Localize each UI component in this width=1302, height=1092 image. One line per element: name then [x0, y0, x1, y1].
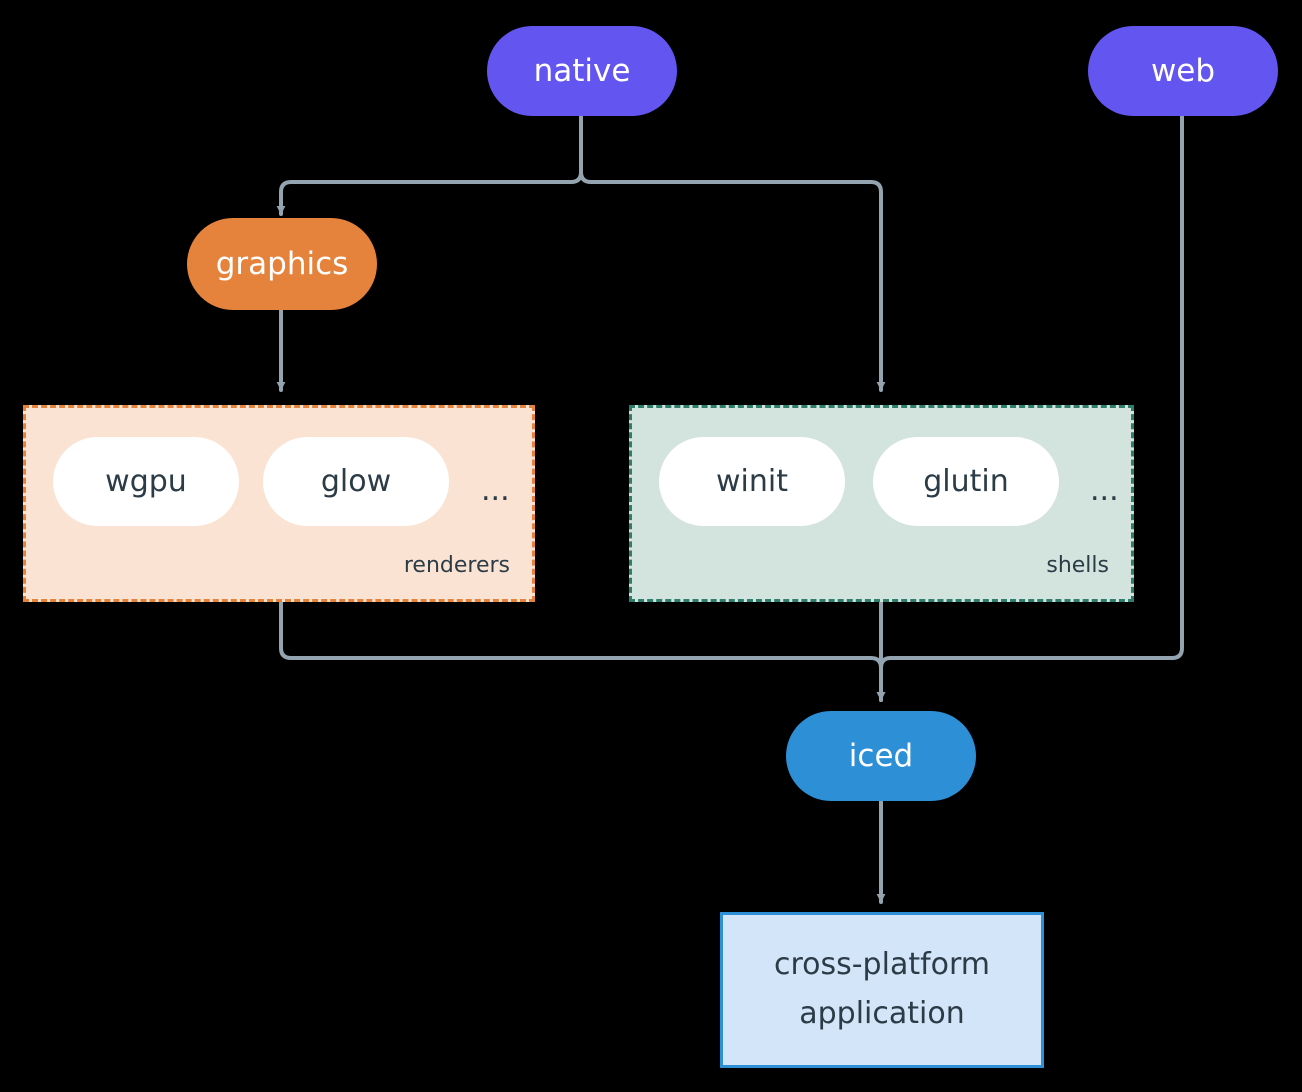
group-item-winit-label: winit — [716, 464, 788, 499]
group-item-glow-label: glow — [320, 464, 392, 499]
node-application-text: cross-platform application — [774, 941, 990, 1038]
group-renderers-overflow: ... — [481, 473, 510, 508]
edge-renderers-to-iced — [279, 600, 886, 702]
node-application-line2: application — [799, 996, 965, 1031]
node-application[interactable]: cross-platform application — [720, 912, 1044, 1068]
group-renderers: wgpu glow ... renderers — [23, 405, 535, 602]
edge-native-to-shells — [579, 112, 886, 392]
group-item-glutin-label: glutin — [923, 464, 1009, 499]
group-item-glow[interactable]: glow — [263, 437, 449, 526]
node-graphics-label: graphics — [215, 246, 349, 282]
node-iced-label: iced — [848, 738, 914, 774]
node-application-line1: cross-platform — [773, 947, 991, 983]
node-iced[interactable]: iced — [786, 711, 976, 801]
group-shells-label: shells — [1046, 553, 1109, 578]
node-web[interactable]: web — [1088, 26, 1278, 116]
node-native[interactable]: native — [487, 26, 677, 116]
node-graphics[interactable]: graphics — [187, 218, 377, 310]
group-renderers-label: renderers — [403, 553, 510, 578]
group-item-winit[interactable]: winit — [659, 437, 845, 526]
group-item-wgpu[interactable]: wgpu — [53, 437, 239, 526]
group-item-glutin[interactable]: glutin — [873, 437, 1059, 526]
node-web-label: web — [1150, 53, 1216, 89]
group-shells: winit glutin ... shells — [629, 405, 1134, 602]
edge-native-to-graphics — [276, 112, 583, 216]
group-item-wgpu-label: wgpu — [105, 464, 187, 499]
node-native-label: native — [533, 53, 631, 89]
group-shells-overflow: ... — [1090, 473, 1119, 508]
